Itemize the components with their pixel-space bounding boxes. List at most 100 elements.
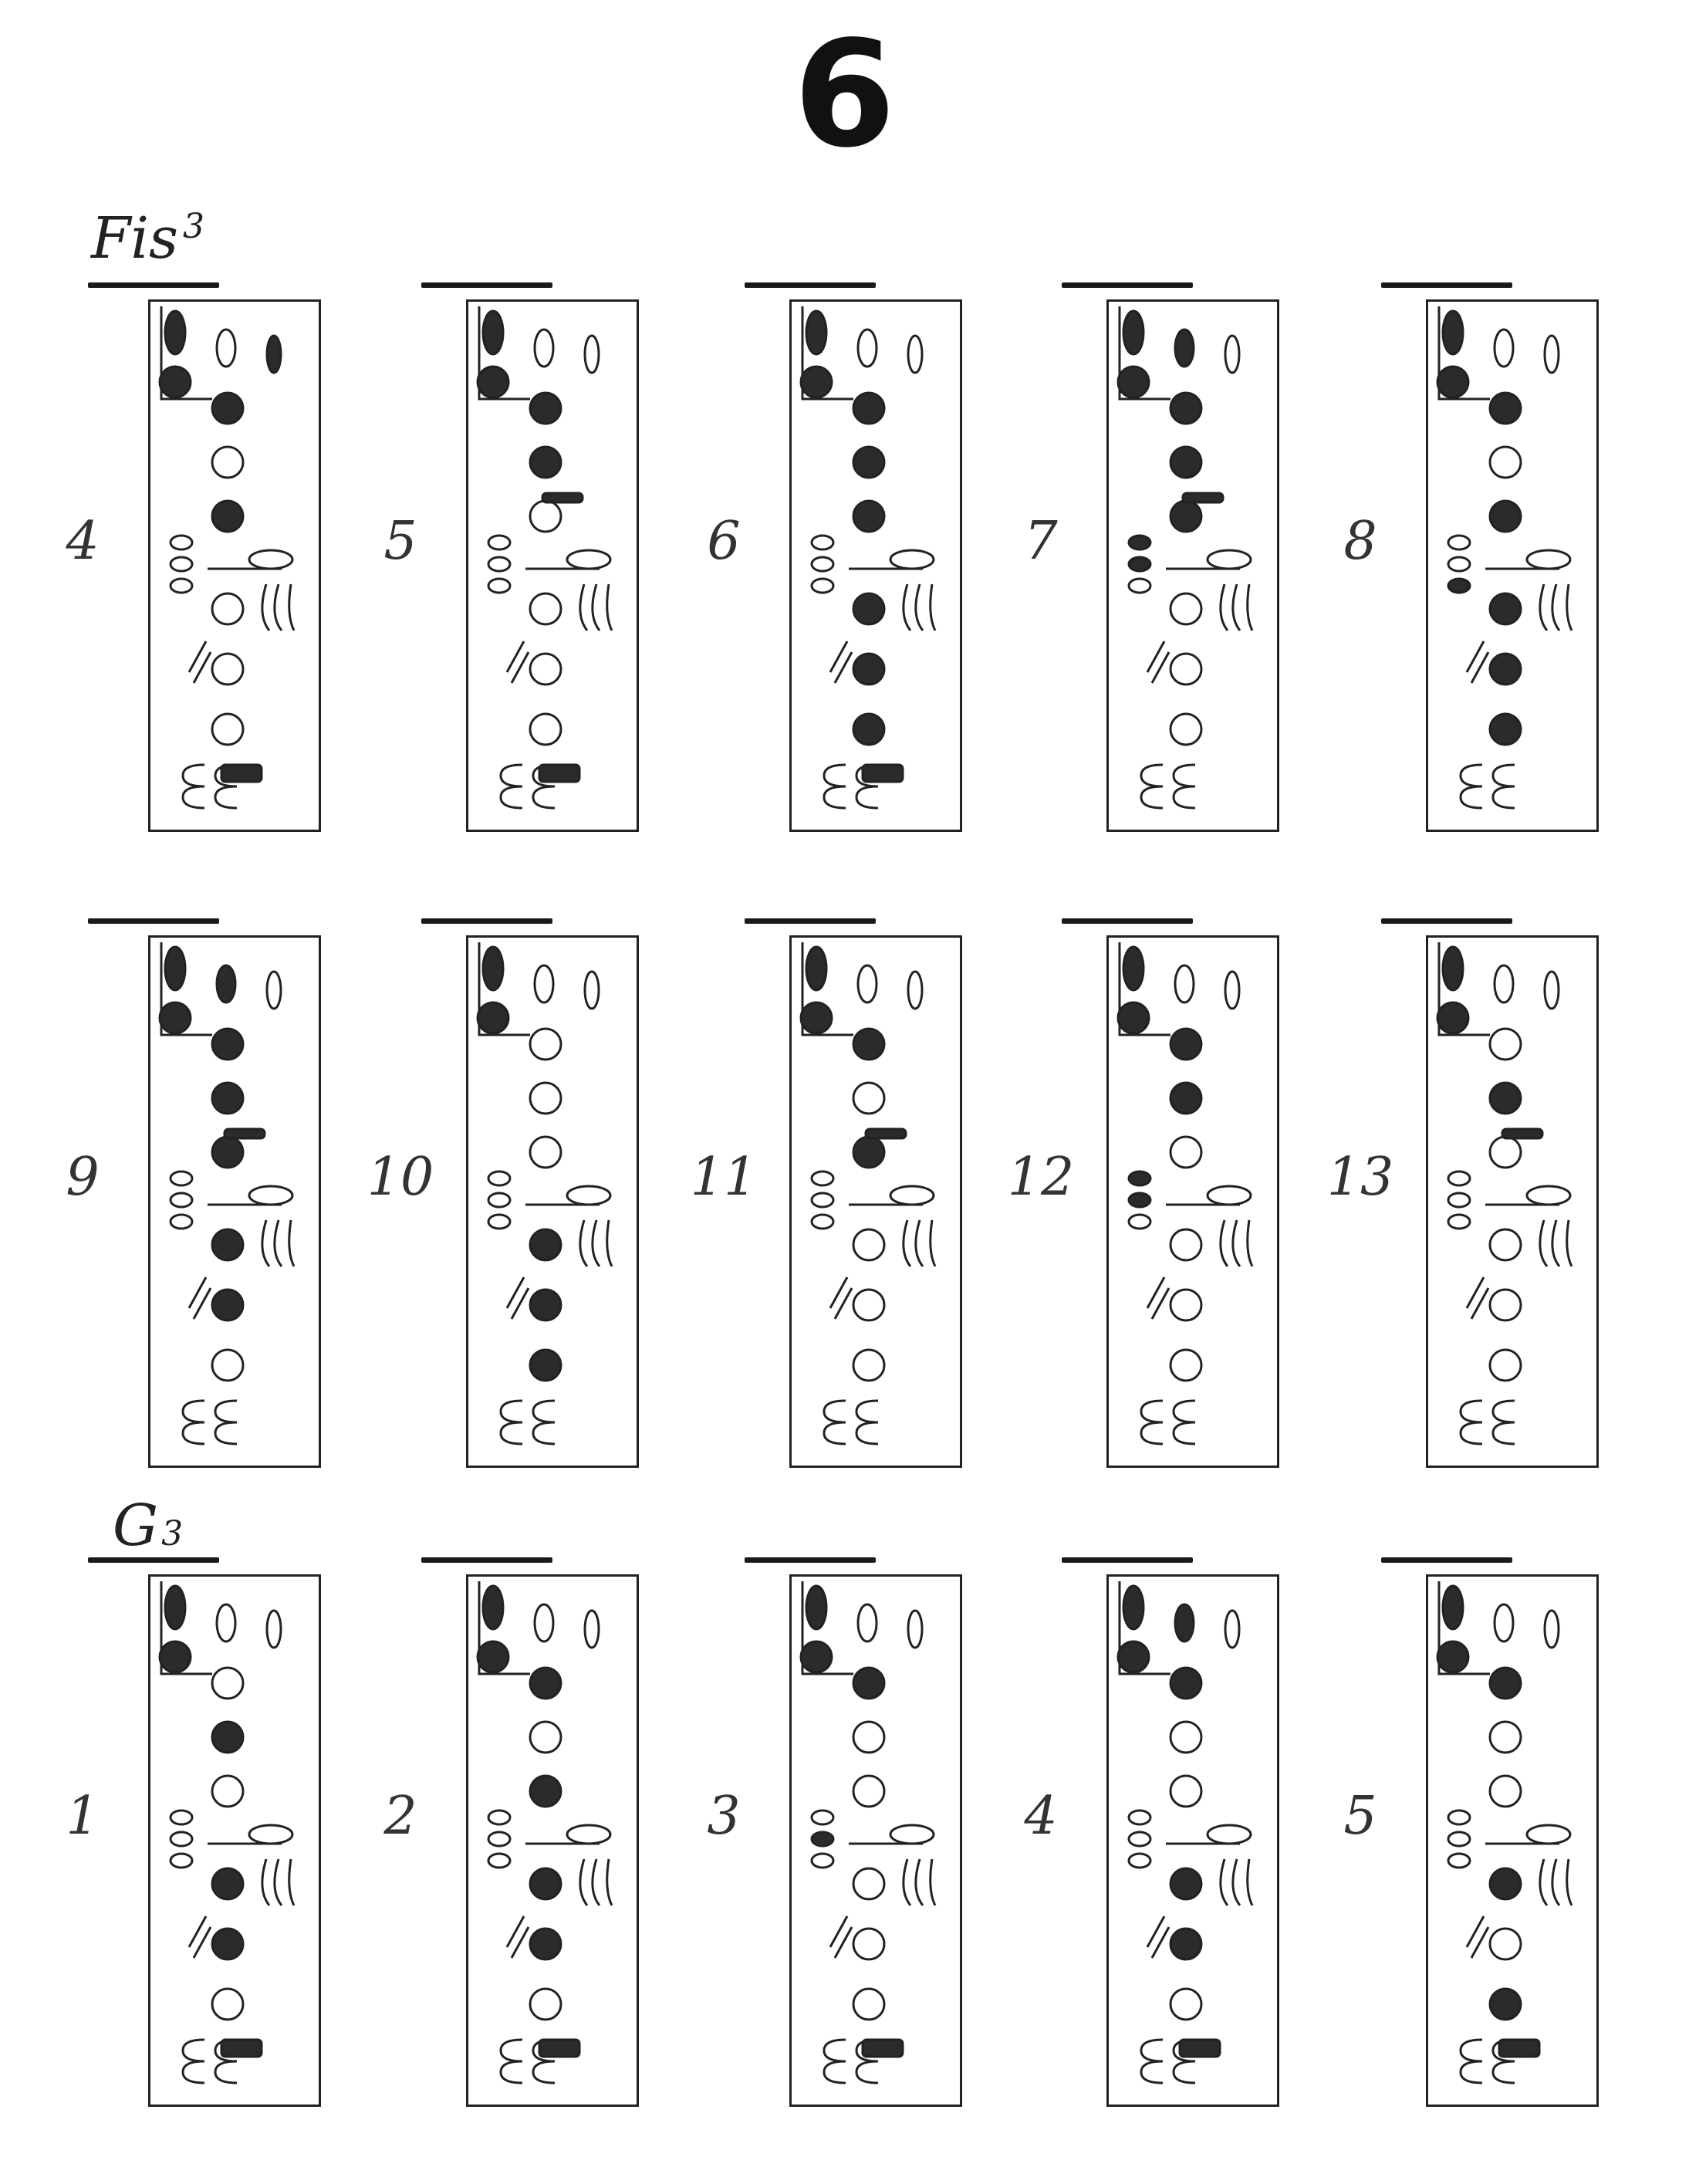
fingering-diagram	[1116, 1581, 1254, 2084]
hole-2-closed	[852, 445, 886, 479]
diagram-number: 6	[707, 511, 741, 572]
side-key-1-closed	[1127, 534, 1152, 551]
side-key-3-open	[487, 577, 512, 594]
hole-2-closed	[1169, 445, 1203, 479]
pinky-key-2-open	[499, 2060, 523, 2084]
thumb-hole-closed	[1436, 365, 1470, 399]
side-key-2-open	[810, 556, 835, 573]
fingering-box	[148, 935, 321, 1468]
pinky-key-1-open	[1140, 1399, 1164, 1424]
thumb-divider	[478, 306, 530, 401]
hole-4-open	[1169, 1228, 1203, 1262]
label-underline	[88, 918, 219, 924]
side-key-3-open	[1127, 1852, 1152, 1869]
side-key-2-open	[1447, 1192, 1471, 1209]
pinky-key-2-open	[823, 785, 846, 810]
side-key-3-open	[1447, 1852, 1471, 1869]
side-key-1-open	[810, 1170, 835, 1187]
diagram-number: 4	[1024, 1786, 1058, 1847]
hole-5-open	[1488, 1288, 1522, 1322]
diagram-number: 2	[383, 1786, 417, 1847]
hole-6-open	[852, 1348, 886, 1382]
hole-1-closed	[852, 391, 886, 425]
pinky-key-4-open	[1172, 785, 1196, 810]
trill-key-closed	[864, 1127, 907, 1140]
octave-key-open	[1493, 1603, 1515, 1643]
side-key-2-closed	[810, 1831, 835, 1848]
hole-6-open	[1169, 1348, 1203, 1382]
hole-2-open	[1169, 1720, 1203, 1754]
note-name: G	[113, 1493, 159, 1559]
octave-key-closed	[1174, 328, 1195, 368]
side-key-3-open	[1447, 1213, 1471, 1230]
hole-3-open	[1488, 1774, 1522, 1808]
fingering-diagram	[158, 306, 296, 810]
thumb-hole-closed	[799, 365, 833, 399]
right-side-keys	[579, 1858, 613, 1906]
side-key-upper-closed	[265, 334, 282, 374]
ring-key-lines	[1146, 1276, 1170, 1320]
right-side-keys	[1219, 1219, 1254, 1267]
side-key-4-open	[248, 1824, 294, 1845]
thumb-divider	[160, 942, 212, 1036]
thumb-divider	[160, 1581, 212, 1675]
side-key-2-open	[1447, 1831, 1471, 1848]
hole-6-open	[529, 1987, 562, 2021]
side-key-1-open	[1447, 1809, 1471, 1826]
hole-1-closed	[1169, 1027, 1203, 1061]
pinky-key-3-open	[1172, 763, 1196, 788]
pinky-key-1-open	[181, 763, 205, 788]
thumb-hole-closed	[1116, 1001, 1150, 1035]
answer-blank-line	[745, 282, 876, 288]
answer-blank-line	[1062, 282, 1193, 288]
octave-number: 3	[183, 207, 204, 247]
pinky-key-1-open	[181, 2038, 205, 2063]
octave-key-open	[1493, 328, 1515, 368]
pinky-key-2-open	[1459, 2060, 1483, 2084]
hole-5-open	[852, 1288, 886, 1322]
thumb-hole-closed	[158, 1640, 192, 1674]
right-side-keys	[1539, 1858, 1573, 1906]
thumb-key-closed	[1441, 309, 1464, 356]
fingering-box	[1106, 1574, 1279, 2107]
low-b-key-closed	[538, 2038, 581, 2058]
diagram-number: 8	[1343, 511, 1377, 572]
side-key-4-open	[566, 1824, 612, 1845]
side-key-1-open	[487, 1170, 512, 1187]
answer-blank-line	[1381, 282, 1512, 288]
pinky-key-4-open	[1491, 1421, 1515, 1445]
octave-key-open	[533, 1603, 555, 1643]
side-key-2-open	[487, 1192, 512, 1209]
hole-5-open	[529, 652, 562, 686]
answer-blank-line	[421, 918, 552, 924]
side-key-upper-open	[265, 1609, 282, 1649]
hole-5-closed	[1169, 1927, 1203, 1961]
thumb-hole-closed	[1116, 1640, 1150, 1674]
pinky-key-4-open	[532, 2060, 556, 2084]
ring-key-lines	[187, 641, 212, 684]
thumb-hole-closed	[1436, 1001, 1470, 1035]
hole-3-closed	[852, 1135, 886, 1169]
diagram-number: 9	[66, 1147, 100, 1208]
hole-2-open	[529, 1081, 562, 1115]
side-key-3-open	[810, 1852, 835, 1869]
hole-2-open	[852, 1720, 886, 1754]
fingering-diagram	[476, 942, 613, 1445]
pinky-key-1-open	[823, 763, 846, 788]
hole-4-closed	[1488, 1867, 1522, 1901]
thumb-hole-closed	[799, 1001, 833, 1035]
diagram-number: 5	[383, 511, 417, 572]
fingering-diagram	[158, 942, 296, 1445]
side-key-1-open	[1447, 1170, 1471, 1187]
thumb-divider	[801, 942, 853, 1036]
hole-5-open	[1488, 1927, 1522, 1961]
pinky-key-3-open	[214, 1399, 238, 1424]
hole-6-closed	[852, 712, 886, 746]
thumb-divider	[1118, 942, 1170, 1036]
fingering-diagram	[799, 942, 937, 1445]
fingering-box	[1106, 299, 1279, 832]
pinky-key-2-open	[181, 1421, 205, 1445]
thumb-key-closed	[481, 309, 505, 356]
trill-key-closed	[223, 1127, 266, 1140]
